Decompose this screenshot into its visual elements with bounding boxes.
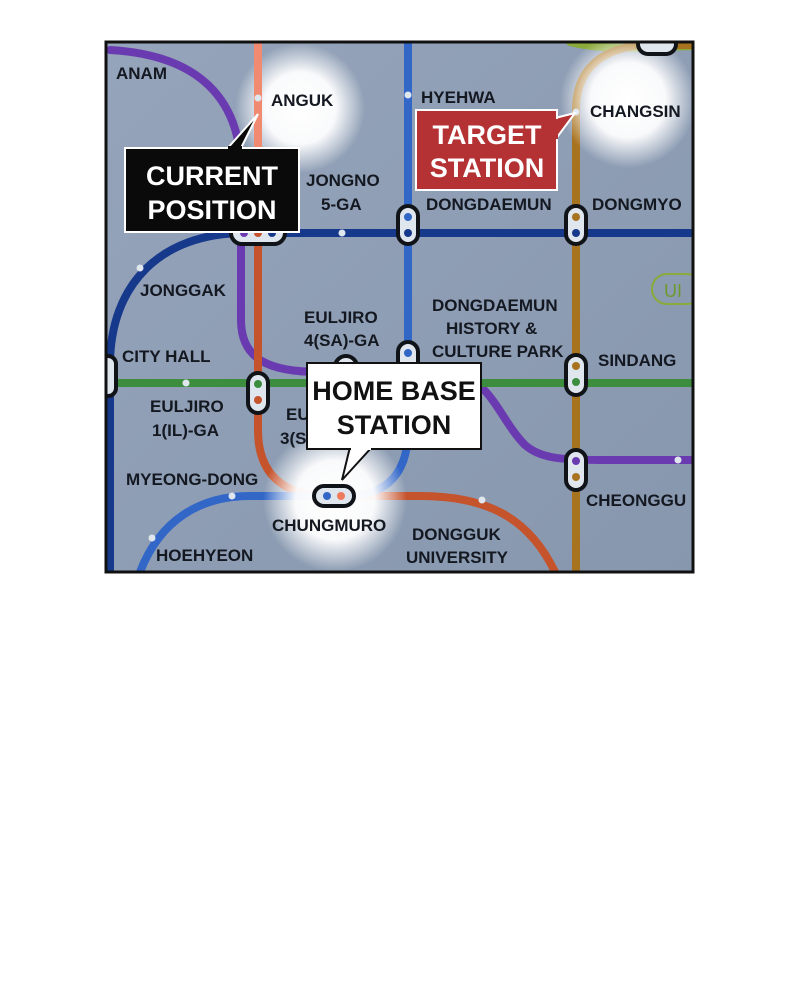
station-label-euljiro4ga-2: 4(SA)-GA	[304, 331, 380, 350]
station-label-euljiro1ga-2: 1(IL)-GA	[152, 421, 219, 440]
station-label-anam: ANAM	[116, 64, 167, 83]
line-blue	[136, 42, 412, 572]
glow-changsin	[560, 42, 693, 168]
transfer-sindang	[564, 353, 588, 397]
callout-target-station: TARGET STATION	[415, 109, 578, 191]
svg-text:POSITION: POSITION	[147, 195, 276, 225]
ui-badge-label: UI	[664, 281, 682, 301]
station-label-jongno5ga: JONGNO	[306, 171, 380, 190]
station-label-anguk: ANGUK	[271, 91, 334, 110]
transfer-euljiro3ga	[246, 371, 270, 415]
station-label-euljiro3ga-2: 3(S	[280, 429, 306, 448]
station-label-dongguk: DONGGUK	[412, 525, 502, 544]
station-label-dongmyo: DONGMYO	[592, 195, 682, 214]
line-purple	[106, 46, 693, 464]
transfer-cheonggu	[564, 448, 588, 492]
line-navy	[106, 229, 693, 572]
transfer-chungmuro	[312, 484, 356, 508]
transfer-top-right	[636, 42, 678, 56]
station-label-city-hall: CITY HALL	[122, 347, 210, 366]
station-label-hyehwa: HYEHWA	[421, 88, 496, 107]
svg-text:HOME BASE: HOME BASE	[312, 376, 476, 406]
station-label-hoehyeon: HOEHYEON	[156, 546, 253, 565]
station-dots	[136, 91, 682, 542]
station-label-myeongdong: MYEONG-DONG	[126, 470, 258, 489]
svg-text:CURRENT: CURRENT	[146, 161, 279, 191]
station-label-ddp-3: CULTURE PARK	[432, 342, 564, 361]
svg-text:STATION: STATION	[337, 410, 452, 440]
transfer-dongmyo	[564, 204, 588, 246]
svg-text:TARGET: TARGET	[433, 120, 542, 150]
station-label-chungmuro: CHUNGMURO	[272, 516, 386, 535]
station-label-euljiro1ga: EULJIRO	[150, 397, 224, 416]
station-label-jongno5ga-2: 5-GA	[321, 195, 362, 214]
station-label-euljiro4ga: EULJIRO	[304, 308, 378, 327]
station-label-ddp-2: HISTORY &	[446, 319, 537, 338]
station-label-dongguk-2: UNIVERSITY	[406, 548, 509, 567]
panel-border	[104, 40, 695, 574]
glow-anguk	[235, 43, 365, 173]
station-label-sindang: SINDANG	[598, 351, 676, 370]
station-label-jonggak: JONGGAK	[140, 281, 227, 300]
station-label-euljiro3ga: EU	[286, 405, 310, 424]
transfer-dongdaemun	[396, 204, 420, 246]
station-label-cheonggu: CHEONGGU	[586, 491, 686, 510]
callout-home-base-station: HOME BASE STATION	[306, 362, 482, 481]
transfer-cityhall	[106, 354, 118, 398]
ui-line-badge	[651, 273, 693, 305]
station-label-ddp: DONGDAEMUN	[432, 296, 558, 315]
line-orange	[254, 42, 559, 572]
svg-text:STATION: STATION	[430, 153, 545, 183]
station-label-changsin: CHANGSIN	[590, 102, 681, 121]
callout-current-position: CURRENT POSITION	[124, 113, 300, 233]
station-label-dongdaemun: DONGDAEMUN	[426, 195, 552, 214]
